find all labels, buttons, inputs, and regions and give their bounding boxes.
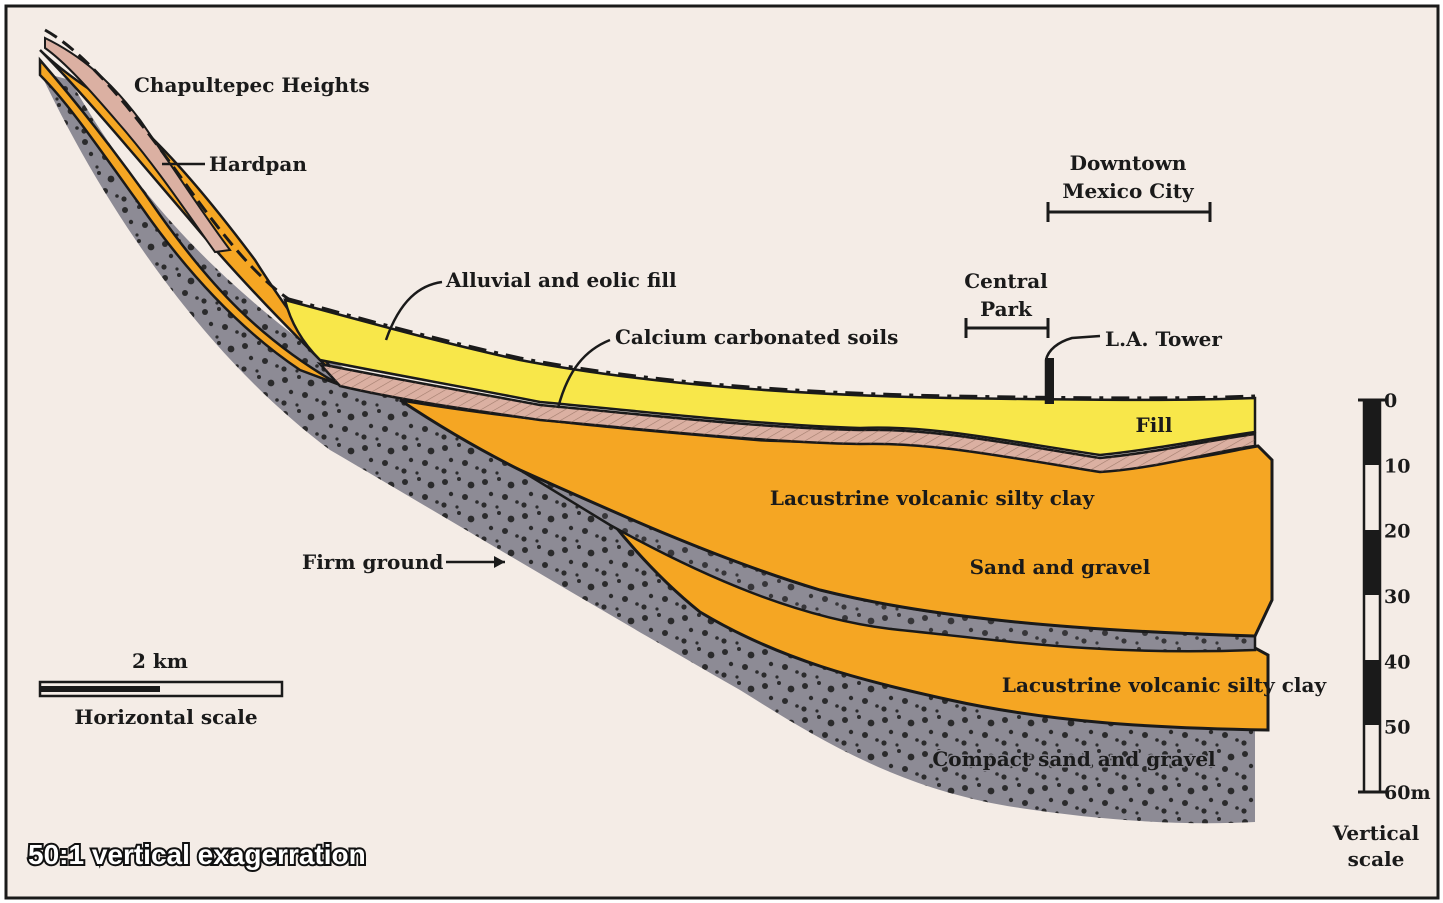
label-sand-gravel: Sand and gravel [970,555,1151,579]
exaggeration-caption: 50:1 vertical exagerration [28,839,366,870]
label-firm-ground: Firm ground [302,550,443,574]
horizontal-scale-distance: 2 km [132,649,188,673]
vertical-scale-tick-label: 20 [1384,521,1410,543]
label-lacustrine-lower: Lacustrine volcanic silty clay [1002,673,1328,697]
label-chapultepec-heights: Chapultepec Heights [134,73,370,97]
vertical-scale-tick-label: 60m [1384,782,1431,804]
vertical-scale-tick-label: 10 [1384,455,1410,477]
vertical-scale-title: Vertical [1332,821,1420,845]
horizontal-scale-title: Horizontal scale [74,705,257,729]
label-mexico-city: Mexico City [1062,179,1195,203]
label-calcium-soils: Calcium carbonated soils [615,325,898,349]
label-central: Central [964,269,1048,293]
label-downtown: Downtown [1070,151,1187,175]
label-fill: Fill [1136,413,1173,437]
label-park: Park [980,297,1033,321]
label-hardpan: Hardpan [209,152,307,176]
label-compact-sand-gravel: Compact sand and gravel [932,747,1216,771]
vertical-scale-tick-label: 30 [1384,586,1410,608]
label-alluvial-fill: Alluvial and eolic fill [445,268,677,292]
vertical-scale-subtitle: scale [1348,847,1405,871]
vertical-scale-tick-label: 0 [1384,390,1397,412]
label-lacustrine-upper: Lacustrine volcanic silty clay [770,486,1096,510]
vertical-scale-tick-label: 50 [1384,717,1410,739]
vertical-scale-tick-label: 40 [1384,651,1410,673]
label-la-tower: L.A. Tower [1105,327,1222,351]
